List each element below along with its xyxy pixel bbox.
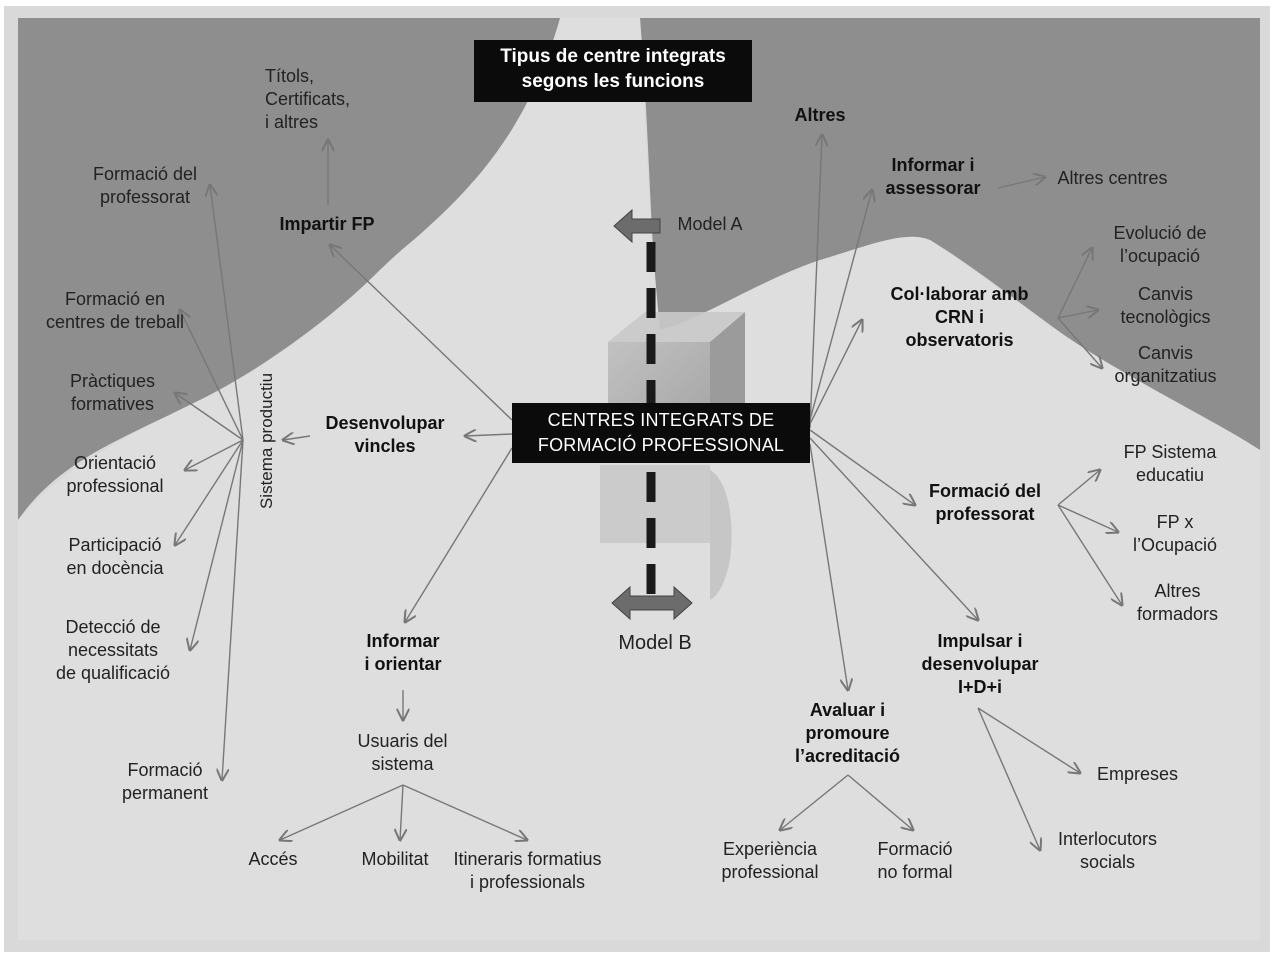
model-b-label: Model B xyxy=(618,632,692,654)
center-node: CENTRES INTEGRATS DE FORMACIÓ PROFESSION… xyxy=(512,403,810,463)
leaf-interlocutors-socials: Interlocutors socials xyxy=(1057,829,1158,872)
leaf-acces: Accés xyxy=(248,849,298,869)
leaf-formacio-centres-treball: Formació en centres de treball xyxy=(45,289,185,332)
leaf-canvis-organitzatius: Canvis organitzatius xyxy=(1114,343,1217,386)
function-colaborar-crn: Col·laborar amb CRN i observatoris xyxy=(890,284,1029,350)
leaf-formacio-no-formal: Formació no formal xyxy=(877,839,953,882)
sistema-productiu-label: Sistema productiu xyxy=(257,372,276,510)
leaf-empreses: Empreses xyxy=(1096,764,1179,784)
leaf-experiencia-professional: Experiència professional xyxy=(721,839,819,882)
leaf-usuaris-sistema: Usuaris del sistema xyxy=(357,731,448,774)
leaf-fp-sistema-educatiu: FP Sistema educatiu xyxy=(1123,442,1217,485)
function-informar-orientar: Informar i orientar xyxy=(364,631,442,674)
leaf-canvis-tecnologics: Canvis tecnològics xyxy=(1120,284,1211,327)
dark-region-right xyxy=(640,18,1260,450)
leaf-titols: Títols, Certificats, i altres xyxy=(265,66,351,132)
model-a-arrow-icon xyxy=(613,208,661,244)
leaf-practiques-formatives: Pràctiques formatives xyxy=(69,371,156,414)
function-impartir-fp: Impartir FP xyxy=(279,214,375,234)
dark-region-left xyxy=(18,18,564,520)
leaf-altres-centres: Altres centres xyxy=(1057,168,1168,188)
function-formacio-professorat: Formació del professorat xyxy=(928,481,1042,524)
diagram-title: Tipus de centre integrats segons les fun… xyxy=(474,40,752,102)
leaf-formacio-professorat-left: Formació del professorat xyxy=(92,164,198,207)
model-b-arrow-icon xyxy=(611,585,693,621)
function-impulsar-idi: Impulsar i desenvolupar I+D+i xyxy=(921,631,1039,697)
model-a-label: Model A xyxy=(677,214,743,234)
leaf-orientacio-professional: Orientació professional xyxy=(66,453,164,496)
leaf-fp-ocupacio: FP x l’Ocupació xyxy=(1132,512,1218,555)
function-informar-assessorar: Informar i assessorar xyxy=(885,155,981,198)
leaf-formacio-permanent: Formació permanent xyxy=(121,760,209,803)
function-desenvolupar-vincles: Desenvolupar vincles xyxy=(325,413,445,456)
leaf-mobilitat: Mobilitat xyxy=(361,849,429,869)
leaf-evolucio-ocupacio: Evolució de l’ocupació xyxy=(1113,223,1207,266)
connector-arrows xyxy=(175,135,1122,850)
function-avaluar-acreditacio: Avaluar i promoure l’acreditació xyxy=(794,700,901,766)
leaf-altres-formadors: Altres formadors xyxy=(1136,581,1219,624)
leaf-deteccio-necessitats: Detecció de necessitats de qualificació xyxy=(55,617,171,683)
function-altres: Altres xyxy=(794,105,846,125)
leaf-participacio-docencia: Participació en docència xyxy=(66,535,164,578)
leaf-itineraris: Itineraris formatius i professionals xyxy=(453,849,602,892)
